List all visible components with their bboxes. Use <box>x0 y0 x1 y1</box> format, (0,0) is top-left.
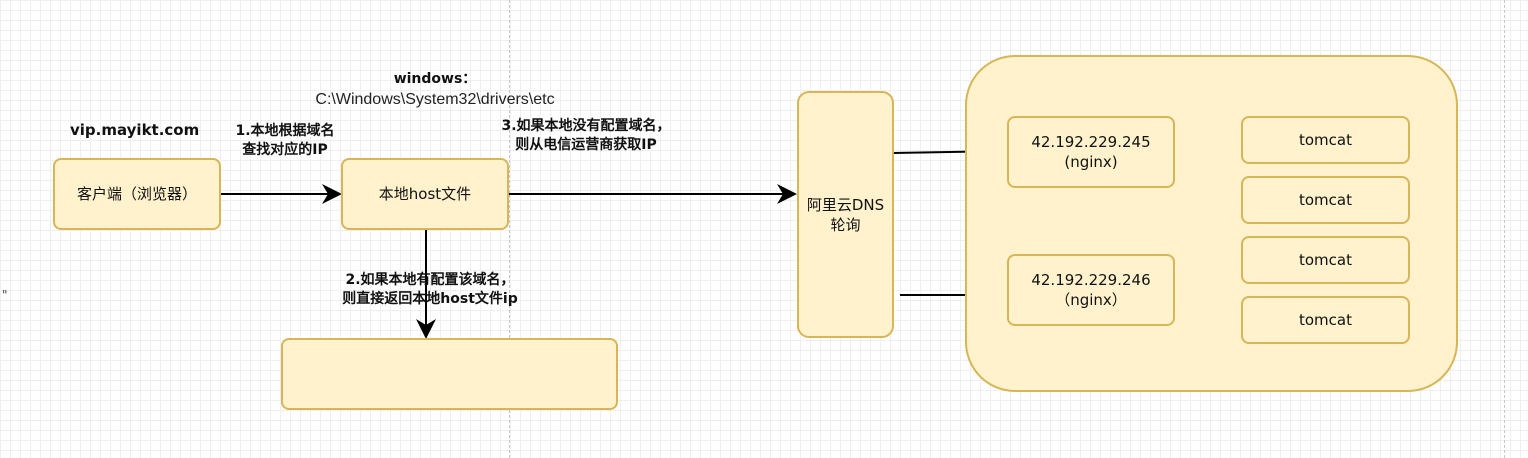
nginx-node-2-role: （nginx） <box>1055 291 1127 309</box>
step1-line2: 查找对应的IP <box>242 142 328 158</box>
step2-line1: 2.如果本地有配置该域名， <box>345 272 515 288</box>
step1-label: 1.本地根据域名 查找对应的IP <box>215 122 355 160</box>
aliyun-dns-line2: 轮询 <box>830 215 861 234</box>
step3-line1: 3.如果本地没有配置域名， <box>501 118 671 134</box>
step2-label: 2.如果本地有配置该域名， 则直接返回本地host文件ip <box>305 271 555 309</box>
step3-line2: 则从电信运营商获取IP <box>515 137 657 153</box>
nginx-node-2-ip: 42.192.229.246 <box>1031 271 1151 289</box>
windows-title: windows： <box>393 71 477 87</box>
nginx-node-1-ip: 42.192.229.245 <box>1031 133 1151 151</box>
tomcat-node-4-label: tomcat <box>1299 311 1352 329</box>
domain-label: vip.mayikt.com <box>70 121 200 139</box>
tomcat-node-2: tomcat <box>1241 176 1410 224</box>
tomcat-node-3-label: tomcat <box>1299 251 1352 269</box>
page-guide-line <box>509 0 510 458</box>
tomcat-node-4: tomcat <box>1241 296 1410 344</box>
client-browser-node: 客户端（浏览器） <box>53 158 221 230</box>
aliyun-dns-node: 阿里云DNS 轮询 <box>797 91 894 338</box>
nginx-node-2: 42.192.229.246 （nginx） <box>1007 254 1175 326</box>
windows-path-label: windows： C:\Windows\System32\drivers\etc <box>270 70 600 111</box>
tomcat-node-1-label: tomcat <box>1299 131 1352 149</box>
local-host-file-node: 本地host文件 <box>341 158 509 230</box>
step2-line2: 则直接返回本地host文件ip <box>342 291 518 307</box>
tomcat-node-3: tomcat <box>1241 236 1410 284</box>
nginx-node-1-role: (nginx) <box>1064 153 1118 171</box>
nginx-node-1: 42.192.229.245 (nginx) <box>1007 116 1175 188</box>
step1-line1: 1.本地根据域名 <box>235 123 335 139</box>
step3-label: 3.如果本地没有配置域名， 则从电信运营商获取IP <box>466 117 706 155</box>
page-guide-line <box>1504 0 1505 458</box>
tomcat-node-1: tomcat <box>1241 116 1410 164</box>
local-host-file-label: 本地host文件 <box>378 185 472 203</box>
tomcat-node-2-label: tomcat <box>1299 191 1352 209</box>
side-mark: " <box>2 288 8 302</box>
aliyun-dns-line1: 阿里云DNS <box>806 195 885 214</box>
empty-result-node <box>281 338 618 410</box>
client-browser-label: 客户端（浏览器） <box>76 185 197 203</box>
windows-path: C:\Windows\System32\drivers\etc <box>315 91 555 108</box>
